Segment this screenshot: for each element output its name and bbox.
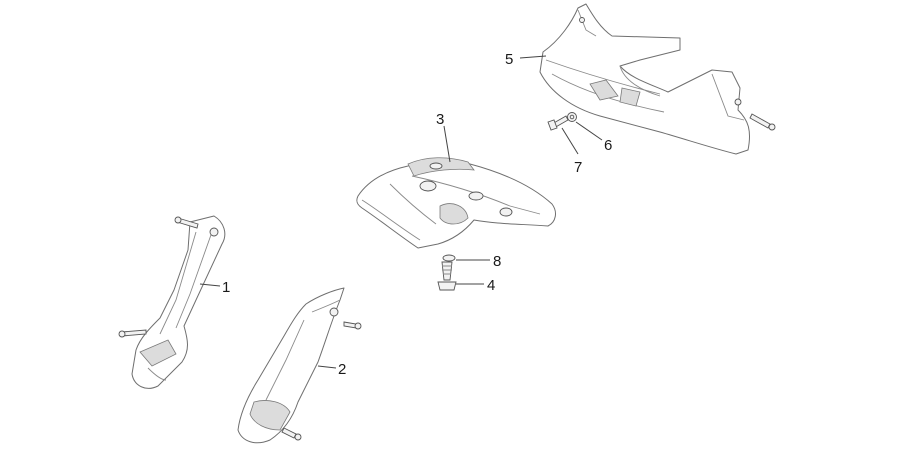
- callout-2: 2: [338, 361, 346, 378]
- callout-3: 3: [436, 111, 444, 128]
- leader-3: [443, 125, 451, 163]
- part-1-bracket: [118, 215, 226, 389]
- callout-6: 6: [604, 137, 612, 154]
- leader-5: [519, 55, 547, 59]
- callout-5: 5: [505, 51, 513, 68]
- part-6-washer: [567, 112, 577, 122]
- part-4-screw: [437, 261, 457, 291]
- leader-7: [561, 127, 579, 155]
- part-2-cover-panel: [237, 287, 362, 444]
- leader-lines: [199, 55, 603, 369]
- callout-labels: 1 2 3 4 5 6 7 8: [222, 51, 612, 378]
- leader-2: [317, 365, 337, 369]
- part-5-fairing: [539, 3, 776, 155]
- callout-1: 1: [222, 279, 230, 296]
- callout-8: 8: [493, 253, 501, 270]
- callout-7: 7: [574, 159, 582, 176]
- callout-4: 4: [487, 277, 495, 294]
- part-7-bolt: [547, 115, 569, 131]
- part-3-center-cover: [356, 157, 556, 249]
- leader-1: [199, 283, 221, 287]
- part-8-washer: [442, 254, 456, 262]
- leader-6: [575, 121, 603, 141]
